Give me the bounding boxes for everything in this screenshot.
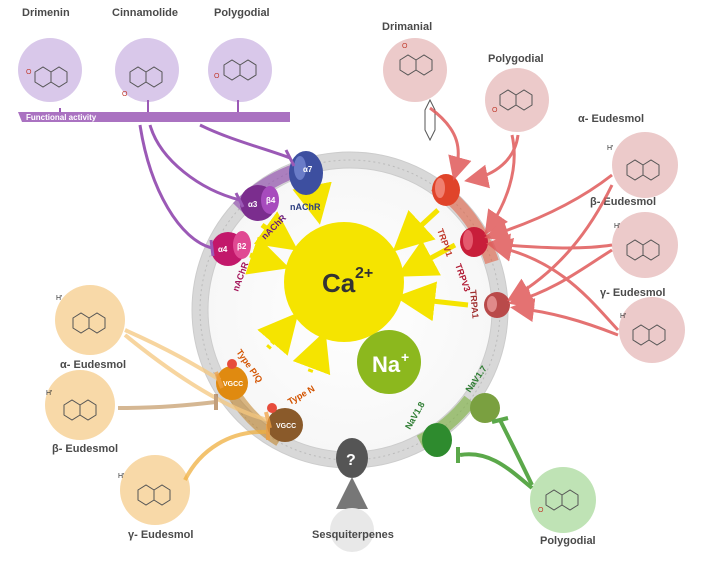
calcium-charge: 2+ bbox=[355, 265, 373, 282]
calcium-symbol: Ca bbox=[322, 268, 356, 298]
compound-drimanial: Drimanial O bbox=[382, 21, 447, 142]
a7-subunit-label: α7 bbox=[303, 165, 313, 174]
sesquiterpenes-bubble bbox=[330, 508, 374, 552]
sodium-charge: + bbox=[401, 349, 409, 365]
drimanial-label: Drimanial bbox=[382, 21, 432, 33]
compound-alpha-eudesmol-right: α- Eudesmol H' bbox=[578, 113, 678, 198]
compound-beta-eudesmol-right: β- Eudesmol H' bbox=[590, 196, 678, 278]
functional-activity-label: Functional activity bbox=[26, 113, 97, 122]
compound-polygodial-bottom: O Polygodial bbox=[530, 467, 596, 547]
a4-subunit-label: α4 bbox=[218, 245, 228, 254]
alpha-eudesmol-right-label: α- Eudesmol bbox=[578, 113, 644, 125]
vgcc-label-pq: VGCC bbox=[223, 381, 243, 388]
polygodial-top-left-label: Polygodial bbox=[214, 7, 270, 19]
beta-eudesmol-left-label: β- Eudesmol bbox=[52, 443, 118, 455]
beta-eudesmol-right-label: β- Eudesmol bbox=[590, 196, 656, 208]
compound-alpha-eudesmol-left: H' α- Eudesmol bbox=[55, 285, 126, 371]
compound-beta-eudesmol-left: H' β- Eudesmol bbox=[45, 370, 118, 455]
drimenin-label: Drimenin bbox=[22, 7, 70, 19]
drimanial-oxygen: O bbox=[402, 43, 408, 50]
polygodial-bottom-label: Polygodial bbox=[540, 535, 596, 547]
purple-inhibition-lines bbox=[138, 123, 296, 257]
gamma-eudesmol-right-label: γ- Eudesmol bbox=[600, 287, 665, 299]
compound-drimenin: Drimenin O bbox=[18, 7, 82, 102]
red-activation-arrows bbox=[429, 106, 620, 337]
b4-subunit-label: β4 bbox=[266, 196, 276, 205]
polygodial-tr-oxygen: O bbox=[492, 107, 498, 114]
vgcc-label-n: VGCC bbox=[276, 423, 296, 430]
polygodial-tl-oxygen: O bbox=[214, 73, 220, 80]
sesquiterpenes-label: Sesquiterpenes bbox=[312, 529, 394, 541]
alpha-l-hydroxyl: H' bbox=[56, 295, 62, 302]
a3-subunit-label: α3 bbox=[248, 200, 258, 209]
cinnamolide-oxygen: O bbox=[122, 91, 128, 98]
compound-polygodial-top-right: Polygodial O bbox=[485, 53, 549, 132]
unknown-target-channel: ? bbox=[336, 438, 368, 478]
trpv1-channel: TRPV1 bbox=[432, 174, 460, 258]
gamma-r-hydroxyl: H' bbox=[620, 313, 626, 320]
sodium-symbol: Na bbox=[372, 352, 401, 377]
orange-inhibition-lines bbox=[117, 328, 272, 481]
green-inhibition-lines bbox=[456, 416, 534, 490]
polygodial-top-right-label: Polygodial bbox=[488, 53, 544, 65]
beta-l-hydroxyl: H' bbox=[46, 390, 52, 397]
gamma-eudesmol-left-label: γ- Eudesmol bbox=[128, 529, 193, 541]
polygodial-b-oxygen: O bbox=[538, 507, 544, 514]
b2-subunit-label: β2 bbox=[237, 242, 247, 251]
drimenin-oxygen: O bbox=[26, 69, 32, 76]
trpa1-channel: TRPA1 bbox=[468, 289, 510, 319]
compound-polygodial-top-left: Polygodial O bbox=[208, 7, 272, 102]
cinnamolide-label: Cinnamolide bbox=[112, 7, 178, 19]
sodium-ion: Na + bbox=[357, 330, 421, 394]
alpha-r-hydroxyl: H' bbox=[607, 145, 613, 152]
compound-gamma-eudesmol-left: H' γ- Eudesmol bbox=[118, 455, 193, 541]
alpha-eudesmol-left-label: α- Eudesmol bbox=[60, 359, 126, 371]
beta-r-hydroxyl: H' bbox=[614, 223, 620, 230]
calcium-influx-arrows bbox=[245, 174, 469, 376]
trpa1-label: TRPA1 bbox=[468, 289, 480, 319]
nachr-alpha7-channel: α7 nAChR bbox=[289, 151, 323, 212]
gamma-l-hydroxyl: H' bbox=[118, 473, 124, 480]
compound-gamma-eudesmol-right: γ- Eudesmol H' bbox=[600, 287, 685, 363]
calcium-ion: Ca 2+ bbox=[284, 222, 404, 342]
unknown-mark: ? bbox=[346, 452, 356, 469]
nachr-label-a7: nAChR bbox=[290, 202, 321, 212]
compound-cinnamolide: Cinnamolide O bbox=[112, 7, 179, 102]
functional-activity-bar: Functional activity bbox=[18, 100, 290, 122]
